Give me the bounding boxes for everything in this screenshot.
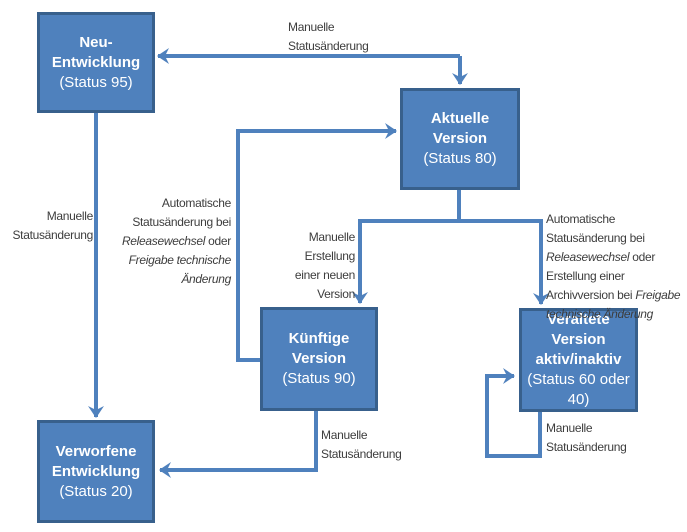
label-line: technische Änderung bbox=[546, 307, 654, 321]
node-status: (Status 20) bbox=[59, 482, 133, 500]
label-line: Automatische bbox=[546, 212, 616, 226]
label-auto-statuschange-right: Automatische Statusänderung bei Releasew… bbox=[546, 210, 681, 324]
node-title-line: Veraltete bbox=[547, 311, 610, 328]
label-manual-statuschange-left: Manuelle Statusänderung bbox=[12, 207, 93, 245]
node-title-line: Verworfene bbox=[55, 442, 137, 460]
label-manual-new-version: Manuelle Erstellung einer neuen Version bbox=[295, 228, 355, 304]
node-aktuelle-version: Aktuelle Version (Status 80) bbox=[400, 88, 520, 190]
label-line: Archivversion bei Freigabe bbox=[546, 286, 681, 305]
arrow-kuenftige-to-aktuelle bbox=[236, 123, 397, 362]
label-line: Statusänderung bbox=[288, 39, 369, 53]
arrow-aktuelle-to-kuenftige bbox=[352, 190, 461, 304]
node-title-line: Künftige bbox=[288, 330, 350, 347]
label-line: Automatische bbox=[161, 196, 231, 210]
node-status: (Status 60 oder bbox=[527, 371, 630, 388]
label-line: Manuelle bbox=[308, 230, 356, 244]
label-segment: Archivversion bei bbox=[546, 288, 633, 302]
label-manual-statuschange-top: Manuelle Statusänderung bbox=[288, 18, 369, 56]
label-line: Freigabe technische bbox=[128, 253, 232, 267]
node-title-line: Version bbox=[432, 130, 488, 147]
node-title-line: Version bbox=[551, 331, 606, 348]
arrow-veraltete-self-loop bbox=[485, 368, 542, 458]
label-line: Releasewechsel oder bbox=[546, 248, 680, 267]
label-line: Releasewechsel oder bbox=[122, 232, 231, 251]
label-line: Erstellung einer bbox=[546, 269, 625, 283]
label-line: Manuelle bbox=[46, 209, 94, 223]
node-status: (Status 95) bbox=[59, 73, 133, 91]
node-title-line: aktiv/inaktiv bbox=[535, 351, 622, 368]
node-veraltete-version: Veraltete Version aktiv/inaktiv (Status … bbox=[519, 308, 638, 412]
label-line: Version bbox=[317, 287, 355, 301]
label-segment: Releasewechsel bbox=[121, 234, 206, 248]
label-line: Statusänderung bei bbox=[546, 231, 645, 245]
label-line: Statusänderung bbox=[546, 440, 627, 454]
node-status: (Status 90) bbox=[282, 370, 356, 387]
label-line: Änderung bbox=[181, 272, 231, 286]
label-segment: Freigabe bbox=[635, 288, 681, 302]
label-line: Erstellung bbox=[304, 249, 356, 263]
arrow-aktuelle-to-veraltete bbox=[459, 219, 549, 305]
label-segment: oder bbox=[632, 250, 656, 264]
label-segment: oder bbox=[208, 234, 231, 248]
node-verworfene-entwicklung: Verworfene Entwicklung (Status 20) bbox=[37, 420, 155, 523]
label-line: Statusänderung bbox=[321, 447, 402, 461]
label-segment: Releasewechsel bbox=[546, 250, 630, 264]
node-kuenftige-version: Künftige Version (Status 90) bbox=[260, 307, 378, 411]
label-manual-statuschange-bottom: Manuelle Statusänderung bbox=[321, 426, 402, 464]
label-line: einer neuen bbox=[294, 268, 355, 282]
label-line: Statusänderung bei bbox=[132, 215, 231, 229]
label-line: Statusänderung bbox=[12, 228, 93, 242]
node-title-line: Neu- bbox=[79, 33, 113, 51]
label-manual-statuschange-loop: Manuelle Statusänderung bbox=[546, 419, 627, 457]
node-title-line: Version bbox=[291, 350, 347, 367]
arrow-kuenftige-to-verworfene bbox=[159, 411, 318, 478]
node-neu-entwicklung: Neu- Entwicklung (Status 95) bbox=[37, 12, 155, 113]
node-status: 40) bbox=[567, 391, 590, 408]
node-title-line: Entwicklung bbox=[51, 53, 141, 71]
node-title-line: Aktuelle bbox=[430, 110, 490, 127]
label-line: Manuelle bbox=[288, 20, 335, 34]
label-line: Manuelle bbox=[546, 421, 593, 435]
label-auto-statuschange-left: Automatische Statusänderung bei Releasew… bbox=[122, 194, 231, 289]
node-title-line: Entwicklung bbox=[51, 462, 141, 480]
node-status: (Status 80) bbox=[423, 150, 497, 167]
label-line: Manuelle bbox=[321, 428, 368, 442]
